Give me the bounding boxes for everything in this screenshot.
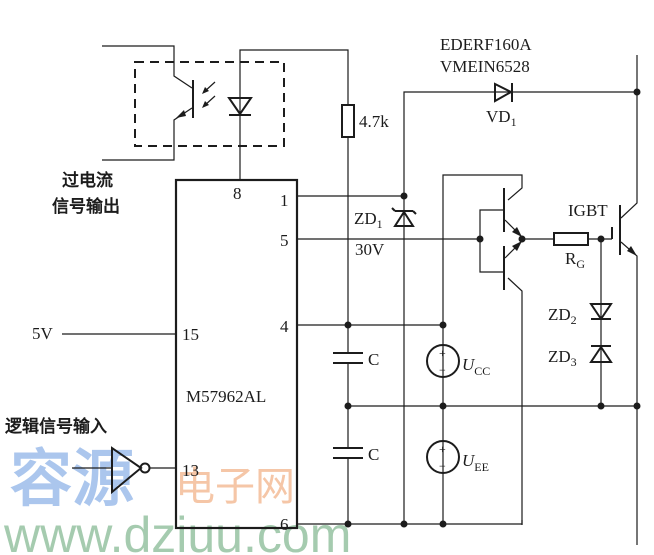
capacitor-c1: C: [333, 350, 379, 369]
push-pull-stage: [442, 174, 526, 525]
source-ucc: + − UCC: [426, 344, 490, 378]
ucc-source-icon: [426, 344, 460, 378]
upper-base-wire: [479, 209, 504, 239]
zd3-sub: 3: [571, 355, 577, 369]
igbt: IGBT: [568, 55, 638, 545]
zd3-ref: ZD: [548, 347, 571, 366]
pin-6-wire: [297, 520, 523, 525]
junction-dot: [633, 402, 641, 410]
vd1-diode-icon: [494, 82, 514, 103]
watermark-url: www.dziuu.com: [3, 507, 351, 555]
junction-dot: [597, 402, 605, 410]
diode-part-line1: EDERF160A: [440, 35, 532, 54]
uee-minus: −: [439, 459, 446, 473]
igbt-emitter-wire: [620, 241, 638, 545]
ic-name: M57962AL: [186, 387, 266, 406]
overcurrent-label-line2: 信号输出: [52, 196, 120, 217]
junction-dot: [344, 520, 352, 528]
phototransistor-collector-wire: [102, 45, 193, 89]
vd1-ref: VD: [486, 107, 511, 126]
uee-sub: EE: [474, 460, 489, 474]
ucc-plus: +: [439, 346, 446, 360]
ucc-label: UCC: [462, 355, 490, 378]
zd2-zener-icon: [589, 303, 613, 321]
rg-label: RG: [565, 249, 585, 271]
junction-dot: [400, 520, 408, 528]
zd1-value: 30V: [355, 240, 385, 259]
ucc-ref: U: [462, 355, 476, 374]
zd1-bar-tip: [391, 207, 396, 212]
supply-5v-label: 5V: [32, 324, 54, 343]
capacitor-gap: [333, 447, 363, 459]
ucc-sub: CC: [474, 364, 490, 378]
vd1-sub: 1: [511, 115, 517, 129]
led-wire: [239, 49, 349, 180]
gate-resistor-rg: [553, 232, 589, 246]
lower-transistor-collector-wire: [507, 277, 523, 525]
upper-transistor-collector-wire: [442, 174, 523, 325]
pin-4-label: 4: [280, 317, 289, 336]
capacitor-gap: [333, 352, 363, 364]
light-ray-arrowhead-icon: [202, 87, 209, 94]
vd1-label: VD1: [486, 107, 517, 129]
led-diode-icon: [227, 97, 253, 116]
source-uee: + − UEE: [426, 440, 489, 474]
inverter-bubble-icon: [139, 462, 151, 474]
inverter-gate: [72, 446, 176, 495]
capacitor-c2: C: [333, 445, 379, 464]
resistor-4-7k: [341, 104, 355, 138]
zd1-sub: 1: [377, 217, 383, 231]
pin-15-label: 15: [182, 325, 199, 344]
ucc-minus: −: [439, 363, 446, 377]
zd3-zener-icon: [589, 345, 613, 363]
zener-zd1: ZD1 30V: [354, 196, 417, 525]
igbt-label: IGBT: [568, 201, 608, 220]
capacitor-c2-label: C: [368, 445, 379, 464]
pin-1-label: 1: [280, 191, 289, 210]
zd1-ref: ZD: [354, 209, 377, 228]
optocoupler-package: [134, 61, 285, 147]
vd1-wire: [403, 91, 637, 196]
overcurrent-label-line1: 过电流: [62, 170, 113, 191]
uee-ref: U: [462, 451, 476, 470]
watermark-brand: 容源: [10, 442, 134, 515]
upper-emitter-arrow-icon: [512, 227, 522, 237]
zd1-zener-icon: [393, 210, 415, 227]
zd1-label: ZD1: [354, 209, 383, 231]
zd2-ref: ZD: [548, 305, 571, 324]
light-ray-arrowhead-icon: [202, 101, 209, 108]
capacitor-c1-label: C: [368, 350, 379, 369]
zd2-sub: 2: [571, 313, 577, 327]
zd1-bar-tip: [412, 210, 417, 215]
uee-source-icon: [426, 440, 460, 474]
lower-base-wire: [479, 239, 504, 273]
junction-dot: [344, 321, 352, 329]
watermark-subtitle: 电子网: [175, 464, 295, 510]
optocoupler: [102, 45, 349, 180]
rg-ref: R: [565, 249, 577, 268]
ic-m57962al: [174, 178, 299, 530]
uee-label: UEE: [462, 451, 489, 474]
uee-plus: +: [439, 442, 446, 456]
inverter-triangle-icon: [111, 446, 143, 495]
pin-5-label: 5: [280, 231, 289, 250]
zd3-label: ZD3: [548, 347, 577, 369]
diode-part-line2: VMEIN6528: [440, 57, 530, 76]
pin-13-label: 13: [182, 461, 199, 480]
rg-sub: G: [576, 257, 585, 271]
resistor-value: 4.7k: [359, 112, 389, 131]
pin-6-label: 6: [280, 515, 289, 534]
watermark: 容源 电子网 www.dziuu.com: [3, 442, 351, 555]
pin-8-label: 8: [233, 184, 242, 203]
lower-emitter-arrow-icon: [512, 241, 522, 251]
logic-input-label: 逻辑信号输入: [5, 416, 107, 437]
igbt-collector-wire: [620, 55, 638, 219]
igbt-emitter-arrow-icon: [627, 246, 637, 256]
junction-dot: [344, 402, 352, 410]
emitter-arrow-icon: [176, 110, 186, 118]
zd2-label: ZD2: [548, 305, 577, 327]
